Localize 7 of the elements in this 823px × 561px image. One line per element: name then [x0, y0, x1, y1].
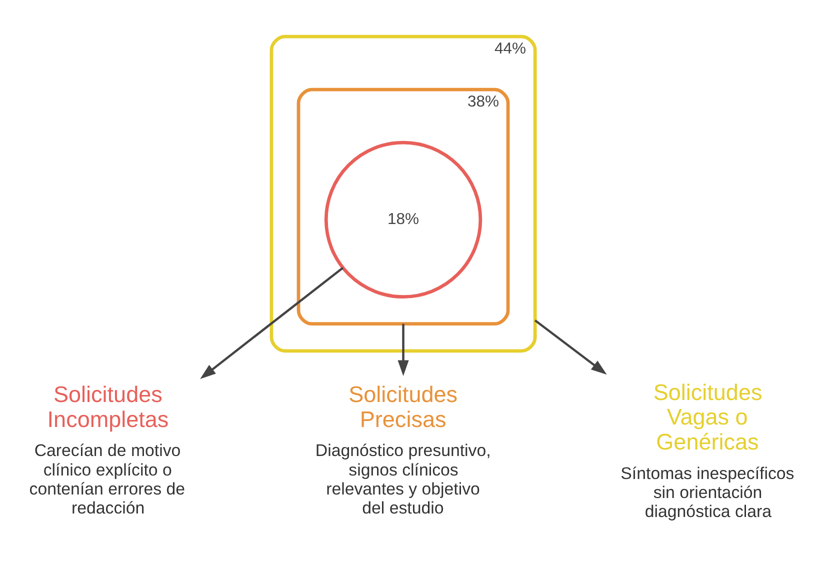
arrow	[200, 266, 344, 379]
node-circle: 18%	[324, 140, 482, 299]
node-text: Solicitudes Precisas Diagnóstico presuntivo, signos clínicos relevantes y objetivo del estudio	[314, 382, 490, 518]
arrow	[397, 324, 408, 376]
arrow	[534, 319, 606, 375]
node-text: Solicitudes Incompletas Carecían de motivo clínico explícito o contenían errores de redacción	[28, 382, 185, 518]
node-text: Solicitudes Vagas o Genéricas Síntomas inespecíficos sin orientación diagnóstica clara	[620, 380, 794, 522]
